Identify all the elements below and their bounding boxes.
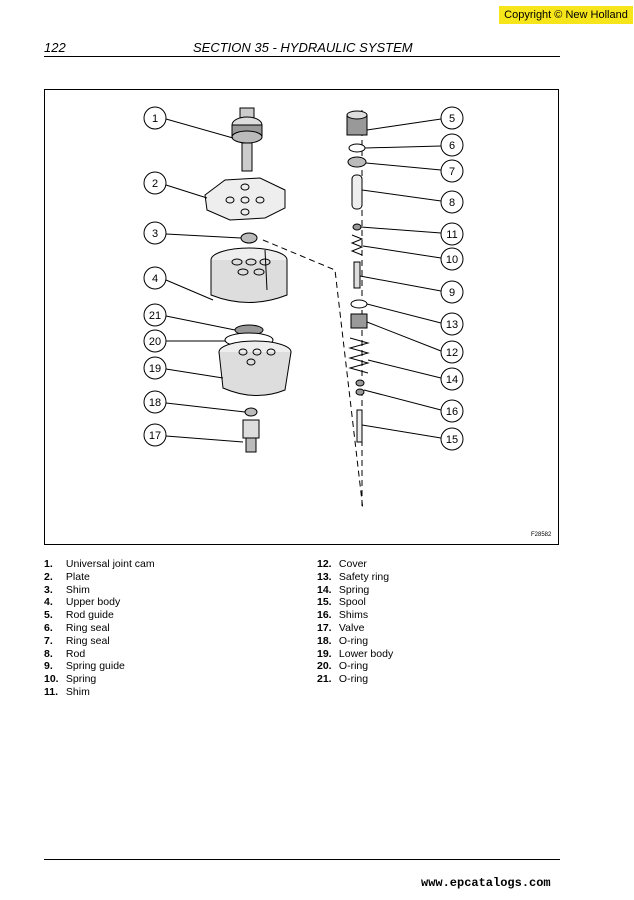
callout-8: 8 (361, 189, 464, 214)
svg-text:21: 21 (149, 310, 161, 322)
svg-text:2: 2 (152, 178, 158, 190)
part-o-ring-18 (244, 407, 258, 417)
svg-text:17: 17 (149, 430, 161, 442)
svg-text:3: 3 (152, 228, 158, 240)
part-plate (204, 177, 286, 221)
legend-item: 12. Cover (317, 558, 367, 570)
svg-text:15: 15 (446, 434, 458, 446)
legend-item: 17. Valve (317, 621, 365, 634)
legend-item: 1. Universal joint cam (44, 558, 155, 570)
part-upper-body (210, 247, 288, 303)
svg-text:18: 18 (149, 397, 161, 409)
svg-text:7: 7 (449, 166, 455, 178)
legend-item: 5. Rod guide (44, 609, 114, 622)
callout-11: 11 (360, 222, 464, 246)
copyright-badge: Copyright © New Holland (499, 6, 633, 24)
legend-item: 6. Ring seal (44, 621, 110, 634)
legend-item: 9. Spring guide (44, 660, 125, 673)
legend-item: 18. O-ring (317, 634, 369, 647)
exploded-view-drawing: 1 2 3 4 21 20 19 18 17 5 6 7 8 11 10 9 1… (143, 106, 464, 511)
callout-1: 1 (143, 106, 234, 139)
callout-4: 4 (143, 266, 214, 301)
callout-16: 16 (363, 389, 464, 423)
svg-text:16: 16 (446, 406, 458, 418)
callout-21: 21 (143, 303, 236, 331)
part-rod-guide (346, 110, 368, 136)
legend-item: 19. Lower body (317, 647, 394, 660)
callout-15: 15 (361, 424, 464, 451)
callout-6: 6 (364, 133, 464, 157)
exploded-view-figure: 1 2 3 4 21 20 19 18 17 5 6 7 8 11 10 9 1… (44, 89, 559, 545)
legend-item: 15. Spool (317, 596, 366, 609)
svg-text:5: 5 (449, 113, 455, 125)
footer-divider (44, 859, 560, 860)
svg-text:4: 4 (152, 273, 158, 285)
part-ring-seal-7 (347, 156, 367, 168)
svg-text:20: 20 (149, 336, 161, 348)
part-universal-joint-cam (231, 107, 263, 172)
callout-18: 18 (143, 390, 246, 414)
legend-item: 21. O-ring (317, 673, 369, 686)
part-safety-ring (350, 299, 368, 309)
legend-item: 7. Ring seal (44, 634, 110, 647)
legend-item: 8. Rod (44, 647, 86, 660)
callout-9: 9 (359, 275, 464, 304)
svg-text:13: 13 (446, 319, 458, 331)
svg-text:11: 11 (446, 229, 457, 241)
legend-item: 2. Plate (44, 570, 90, 583)
svg-text:9: 9 (449, 287, 455, 299)
callout-5: 5 (366, 106, 464, 131)
part-spring-10 (350, 234, 364, 256)
callout-19: 19 (143, 356, 224, 380)
footer-url-link[interactable]: www.epcatalogs.com (421, 876, 551, 890)
parts-legend-left: 1. Universal joint cam 2. Plate 3. Shim … (44, 558, 155, 699)
part-shim-11 (352, 223, 362, 231)
callout-10: 10 (362, 245, 464, 271)
legend-item: 13. Safety ring (317, 570, 390, 583)
callout-2: 2 (143, 171, 208, 199)
part-lower-body (218, 340, 292, 397)
legend-item: 16. Shims (317, 609, 369, 622)
section-title: SECTION 35 - HYDRAULIC SYSTEM (193, 40, 413, 55)
part-valve (242, 419, 260, 453)
legend-item: 20. O-ring (317, 660, 369, 673)
legend-item: 4. Upper body (44, 596, 121, 609)
callout-13: 13 (366, 303, 464, 336)
svg-text:6: 6 (449, 140, 455, 152)
svg-text:10: 10 (446, 254, 458, 266)
figure-code: F28582 (531, 532, 552, 538)
part-cover (350, 313, 368, 329)
part-shim (240, 232, 258, 244)
header-divider (44, 56, 560, 57)
callout-7: 7 (365, 159, 464, 183)
legend-item: 11. Shim (44, 685, 90, 698)
legend-item: 10. Spring (44, 673, 97, 686)
svg-text:1: 1 (152, 113, 158, 125)
callout-17: 17 (143, 423, 244, 447)
legend-item: 14. Spring (317, 583, 370, 596)
callout-14: 14 (367, 359, 464, 391)
svg-text:19: 19 (149, 363, 161, 375)
part-spring-14 (348, 337, 370, 374)
parts-legend-right: 12. Cover 13. Safety ring 14. Spring 15.… (317, 558, 393, 686)
part-ring-seal-6 (348, 143, 366, 153)
svg-text:14: 14 (446, 374, 458, 386)
part-rod (351, 174, 363, 210)
legend-item: 3. Shim (44, 583, 90, 596)
page-number: 122 (44, 40, 66, 55)
svg-text:12: 12 (446, 347, 458, 359)
svg-text:8: 8 (449, 197, 455, 209)
callout-3: 3 (143, 221, 242, 245)
part-spool (356, 409, 363, 443)
part-shims (355, 379, 365, 387)
callout-20: 20 (143, 329, 225, 353)
callout-12: 12 (366, 321, 464, 364)
part-spring-guide (353, 261, 361, 289)
